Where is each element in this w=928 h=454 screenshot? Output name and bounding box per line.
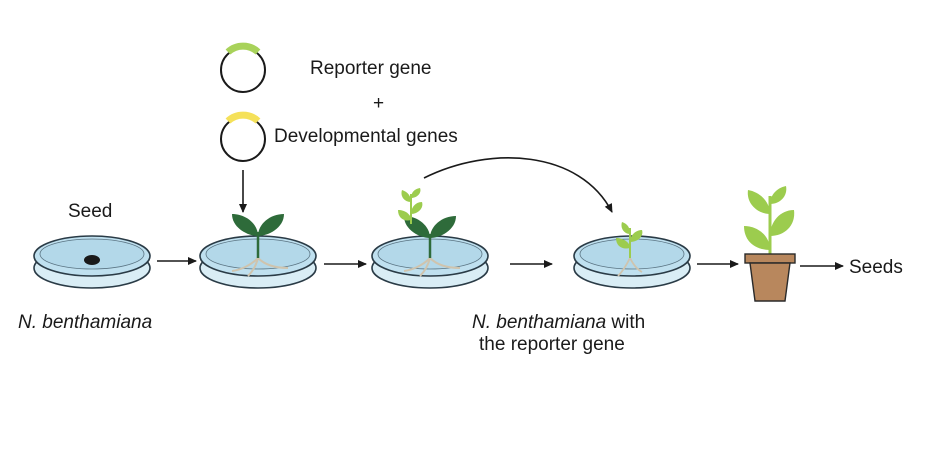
leaf-icon	[401, 190, 411, 202]
leaf-icon	[744, 226, 770, 250]
result-label-line1: N. benthamiana with	[472, 312, 645, 333]
leaf-icon	[411, 202, 423, 214]
seeds-label: Seeds	[849, 257, 903, 278]
leaf-icon	[616, 238, 630, 249]
flower-pot-icon	[749, 262, 791, 302]
developmental-genes-label: Developmental genes	[274, 126, 458, 147]
leaf-icon	[770, 186, 787, 204]
leaf-icon	[770, 210, 795, 236]
leaf-icon	[621, 222, 630, 234]
leaf-icon	[430, 216, 456, 238]
leaf-icon	[411, 188, 421, 198]
developmental-plasmid-icon	[220, 111, 266, 162]
leaf-icon	[747, 190, 770, 214]
leaf-icon	[258, 214, 284, 236]
petri-dish-seedling	[199, 214, 317, 289]
result-label-line2: the reporter gene	[479, 334, 625, 355]
leaf-icon	[232, 214, 258, 236]
transfer-curved-arrow	[423, 157, 613, 213]
petri-dish-reporter-plant	[573, 222, 691, 289]
petri-dish-shoot	[371, 188, 489, 289]
leaf-icon	[398, 210, 411, 221]
species-label: N. benthamiana	[18, 312, 152, 333]
reporter-plasmid-icon	[220, 42, 266, 93]
plus-sign: +	[373, 93, 384, 114]
reporter-gene-label: Reporter gene	[310, 58, 431, 79]
seed-label: Seed	[68, 201, 112, 222]
leaf-icon	[630, 230, 643, 242]
petri-dish-seed	[33, 235, 151, 289]
seed-icon	[84, 255, 100, 265]
potted-plant	[744, 186, 796, 302]
